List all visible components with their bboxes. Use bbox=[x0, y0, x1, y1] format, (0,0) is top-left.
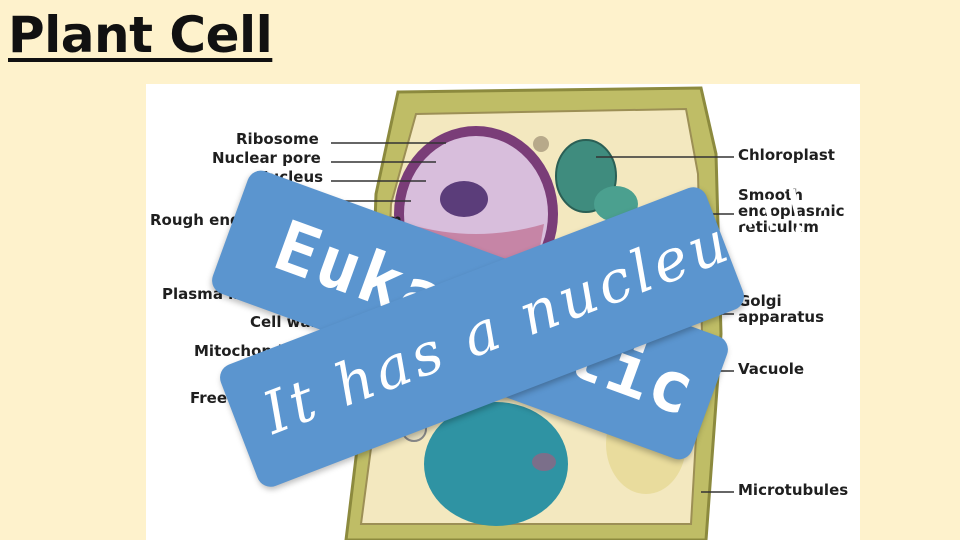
mitochondrion-shape bbox=[532, 453, 556, 471]
ribosome-dot bbox=[533, 136, 549, 152]
vacuole-shape bbox=[424, 402, 568, 526]
slide-title: Plant Cell bbox=[8, 6, 273, 64]
label-nuclear-pore: Nuclear pore bbox=[212, 149, 321, 167]
label-vacuole: Vacuole bbox=[738, 360, 805, 378]
label-chloroplast: Chloroplast bbox=[738, 146, 835, 164]
label-smooth-er: Smooth endoplasmic reticulum bbox=[738, 186, 845, 236]
label-ribosome: Ribosome bbox=[236, 130, 319, 148]
label-golgi-apparatus: Golgi apparatus bbox=[738, 292, 825, 326]
nucleolus-shape bbox=[440, 181, 488, 217]
label-microtubules: Microtubules bbox=[738, 481, 849, 499]
